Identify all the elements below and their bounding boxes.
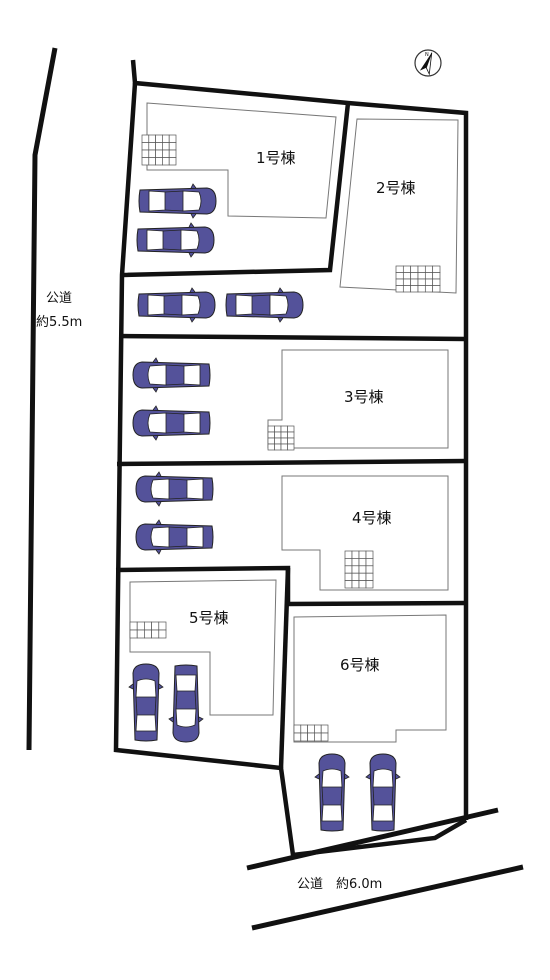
building-5-footprint — [129, 579, 277, 716]
lot-boundaries — [113, 59, 469, 858]
south-road — [246, 807, 524, 931]
entrance-grid-icon — [141, 134, 177, 166]
building-label-2: 2号棟 — [376, 179, 416, 197]
entrance-grid-icon — [129, 621, 167, 639]
building-label-5: 5号棟 — [189, 609, 229, 627]
car-icon — [132, 405, 211, 441]
car-icon — [136, 222, 215, 258]
car-icon — [135, 471, 214, 507]
building-label-6: 6号棟 — [340, 656, 380, 674]
entrance-grids — [129, 134, 441, 742]
car-icon — [137, 287, 216, 323]
west-road-name: 公道 — [46, 291, 72, 306]
building-1-footprint — [146, 102, 337, 219]
north-arrow-icon: N — [414, 49, 442, 77]
entrance-grid-icon — [267, 425, 295, 451]
building-6-footprint — [293, 614, 447, 743]
car-icon — [132, 357, 211, 393]
building-footprints — [129, 102, 459, 743]
car-icon — [138, 183, 217, 219]
entrance-grid-icon — [293, 724, 329, 742]
car-icon — [365, 753, 401, 832]
building-label-4: 4号棟 — [352, 509, 392, 527]
car-icon — [225, 287, 304, 323]
entrance-grid-icon — [395, 265, 441, 293]
car-icon — [314, 753, 350, 832]
car-icon — [135, 519, 214, 555]
south-road-label: 公道 約6.0m — [297, 877, 382, 892]
building-label-3: 3号棟 — [344, 388, 384, 406]
car-icon — [168, 664, 204, 743]
building-label-1: 1号棟 — [256, 149, 296, 167]
entrance-grid-icon — [344, 550, 374, 589]
west-road-width: 約5.5m — [36, 315, 82, 330]
car-icon — [128, 663, 164, 742]
building-2-footprint — [339, 118, 459, 294]
north-symbol: N — [425, 52, 429, 58]
building-4-footprint — [281, 475, 449, 591]
west-road — [26, 47, 58, 751]
